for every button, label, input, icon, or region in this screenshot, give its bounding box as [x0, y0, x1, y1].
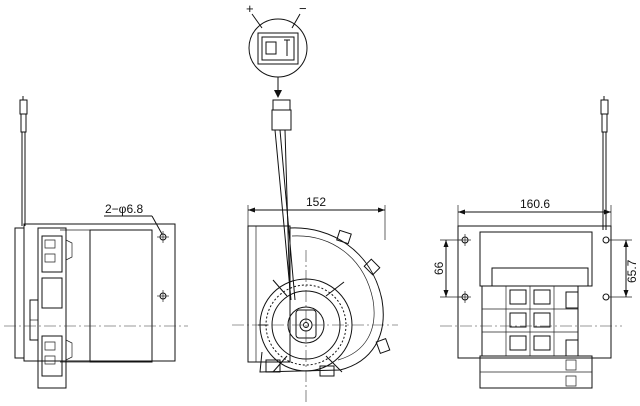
connector-housing-outline [257, 32, 299, 65]
left-view-connector [19, 99, 28, 115]
plus-terminal-label: + [246, 1, 254, 16]
detail-arrow [274, 90, 282, 98]
width-dimension-right: 160.6 [520, 197, 550, 211]
plus-pin [265, 41, 277, 55]
minus-terminal-label: − [299, 1, 307, 16]
connector-detail: + − [246, 1, 308, 98]
right-rear-view: 160.6 66 65.7 [432, 96, 639, 389]
scroll-housing [259, 227, 384, 373]
center-view-connector [272, 99, 291, 111]
center-view-flange [247, 225, 291, 363]
width-dimension-center: 152 [306, 195, 326, 209]
vertical-dimension-right: 65.7 [625, 259, 639, 283]
right-view-connector [600, 99, 609, 115]
right-view-flange [457, 225, 612, 359]
hole-diameter-callout: 2−φ6.8 [105, 202, 143, 216]
center-front-view: 152 [232, 99, 398, 402]
left-view-motor-body [89, 229, 153, 363]
left-side-view: 2−φ6.8 [4, 96, 188, 389]
right-view-motor-body [479, 231, 593, 287]
vertical-dimension-left: 66 [432, 261, 446, 275]
